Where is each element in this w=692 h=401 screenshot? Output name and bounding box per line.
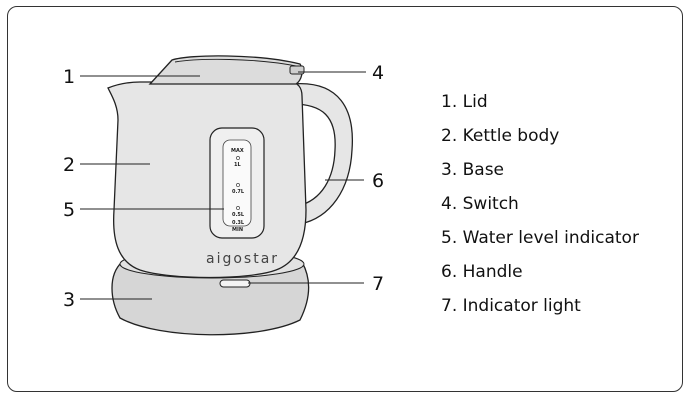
gauge-marks: MAX 1L 0.7L 0.5L 0.3L MIN [231, 148, 245, 233]
legend-item-kettle-body: 2. Kettle body [441, 126, 560, 146]
lid-top [174, 58, 297, 67]
legend-item-water-level-indicator: 5. Water level indicator [441, 228, 639, 248]
gauge-mark-1l: 1L [234, 162, 241, 168]
indicator-light [219, 279, 251, 288]
callout-number-2: 2 [63, 154, 75, 176]
callout-number-7: 7 [372, 273, 384, 295]
callout-number-3: 3 [63, 289, 75, 311]
legend-item-base: 3. Base [441, 160, 505, 180]
diagram-frame [7, 6, 683, 392]
leader-lines [80, 71, 366, 300]
callout-number-6: 6 [372, 170, 384, 192]
gauge-mark-07l: 0.7L [232, 189, 245, 195]
gauge-mark-max: MAX [231, 148, 244, 154]
callout-number-5: 5 [63, 199, 75, 221]
gauge-mark-05l: 0.5L [232, 212, 245, 218]
parts-legend: 1. Lid 2. Kettle body 3. Base 4. Switch … [441, 88, 639, 326]
kettle-lid [148, 55, 303, 85]
kettle-switch [289, 65, 305, 75]
gauge-mark-min: MIN [232, 227, 243, 233]
legend-item-lid: 1. Lid [441, 92, 488, 112]
kettle-base [111, 261, 310, 336]
callout-number-1: 1 [63, 66, 75, 88]
legend-item-indicator-light: 7. Indicator light [441, 296, 581, 316]
callout-number-4: 4 [372, 62, 384, 84]
water-level-tube [222, 139, 252, 227]
kettle-body [107, 81, 307, 279]
legend-item-handle: 6. Handle [441, 262, 523, 282]
legend-item-switch: 4. Switch [441, 194, 519, 214]
gauge-mark-03l: 0.3L [232, 220, 245, 226]
brand-logo: aigostar [206, 251, 279, 267]
